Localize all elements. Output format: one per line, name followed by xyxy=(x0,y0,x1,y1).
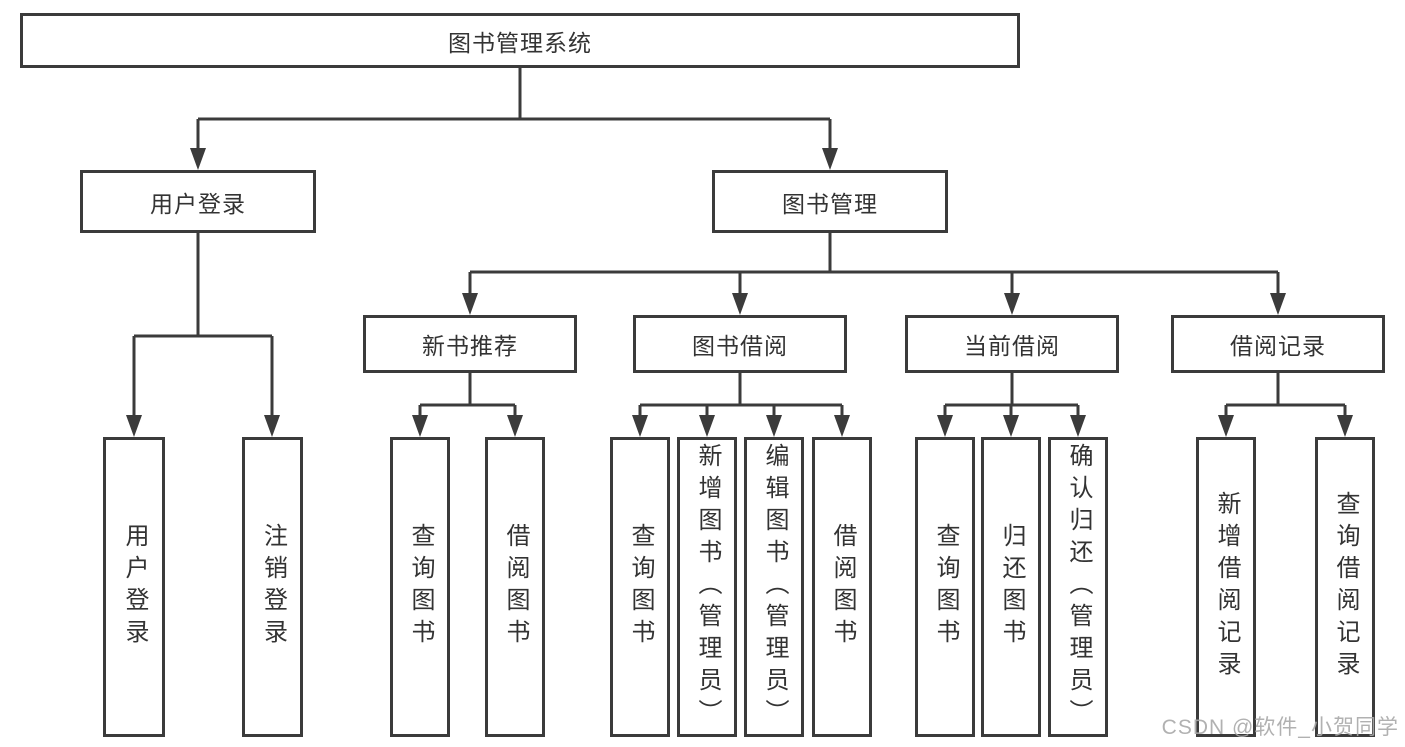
leaf-borrow-books-recommend-label: 借阅图书 xyxy=(502,523,529,651)
leaf-query-books-current-label: 查询图书 xyxy=(932,523,959,651)
leaf-borrow-books: 借阅图书 xyxy=(812,437,872,737)
leaf-edit-book-admin-label: 编辑图书（管理员） xyxy=(761,443,788,731)
node-library-system: 图书管理系统 xyxy=(20,13,1020,68)
leaf-query-borrow-record: 查询借阅记录 xyxy=(1315,437,1375,737)
leaf-query-borrow-record-label: 查询借阅记录 xyxy=(1332,491,1359,683)
leaf-query-books-borrowing-label: 查询图书 xyxy=(627,523,654,651)
leaf-return-book: 归还图书 xyxy=(981,437,1041,737)
leaf-user-login: 用户登录 xyxy=(103,437,165,737)
leaf-query-books-current: 查询图书 xyxy=(915,437,975,737)
node-current-borrowing-label: 当前借阅 xyxy=(964,333,1060,359)
leaf-user-login-label: 用户登录 xyxy=(121,523,148,651)
watermark: CSDN @软件_小贺同学 xyxy=(1161,716,1399,739)
leaf-confirm-return-admin-label: 确认归还（管理员） xyxy=(1065,443,1092,731)
leaf-query-books-recommend-label: 查询图书 xyxy=(407,523,434,651)
node-current-borrowing: 当前借阅 xyxy=(905,315,1119,373)
node-new-book-recommend: 新书推荐 xyxy=(363,315,577,373)
node-book-borrowing-label: 图书借阅 xyxy=(692,333,788,359)
node-book-borrowing: 图书借阅 xyxy=(633,315,847,373)
node-book-management-label: 图书管理 xyxy=(782,190,878,217)
node-borrowing-records-label: 借阅记录 xyxy=(1230,333,1326,359)
leaf-logout: 注销登录 xyxy=(242,437,303,737)
leaf-query-books-recommend: 查询图书 xyxy=(390,437,450,737)
leaf-edit-book-admin: 编辑图书（管理员） xyxy=(744,437,804,737)
leaf-query-books-borrowing: 查询图书 xyxy=(610,437,670,737)
leaf-add-book-admin: 新增图书（管理员） xyxy=(677,437,737,737)
leaf-confirm-return-admin: 确认归还（管理员） xyxy=(1048,437,1108,737)
node-new-book-recommend-label: 新书推荐 xyxy=(422,333,518,359)
node-user-login-label: 用户登录 xyxy=(150,190,246,217)
leaf-add-borrow-record-label: 新增借阅记录 xyxy=(1213,491,1240,683)
node-borrowing-records: 借阅记录 xyxy=(1171,315,1385,373)
node-user-login: 用户登录 xyxy=(80,170,316,233)
node-library-system-label: 图书管理系统 xyxy=(448,29,592,56)
leaf-borrow-books-label: 借阅图书 xyxy=(829,523,856,651)
node-book-management: 图书管理 xyxy=(712,170,948,233)
leaf-return-book-label: 归还图书 xyxy=(998,523,1025,651)
leaf-borrow-books-recommend: 借阅图书 xyxy=(485,437,545,737)
leaf-add-borrow-record: 新增借阅记录 xyxy=(1196,437,1256,737)
leaf-add-book-admin-label: 新增图书（管理员） xyxy=(694,443,721,731)
leaf-logout-label: 注销登录 xyxy=(259,523,287,651)
